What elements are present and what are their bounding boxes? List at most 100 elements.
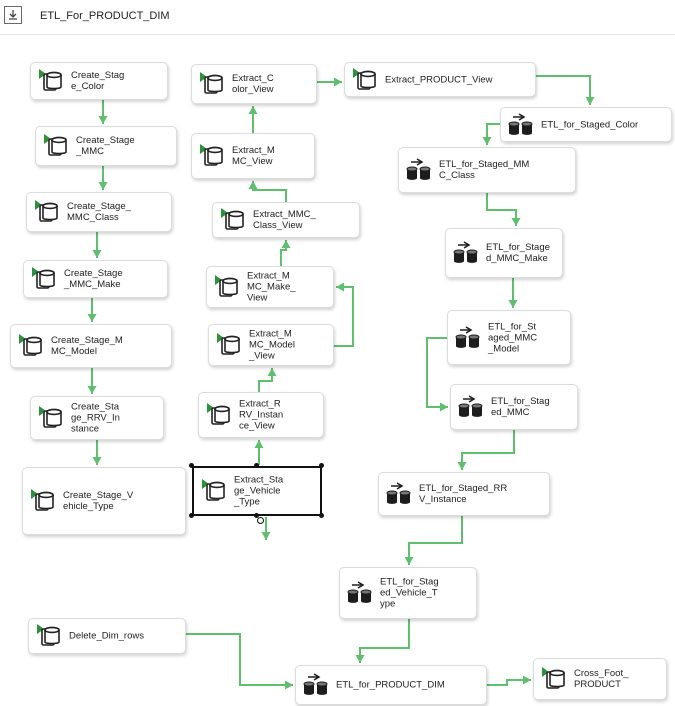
task-create-stage-mmc-model[interactable]: Create_Stage_M MC_Model: [10, 324, 172, 368]
data-flow-task-icon: [457, 394, 485, 420]
precedence-constraint[interactable]: [252, 181, 287, 202]
task-create-stage-mmc[interactable]: Create_Stage _MMC: [35, 126, 177, 166]
task-create-stage-color[interactable]: Create_Stag e_Color: [30, 62, 168, 100]
task-label: ETL_for_Stag ed_Vehicle_T ype: [380, 576, 439, 610]
task-label: ETL_for_Staged_Color: [541, 119, 639, 130]
task-delete-dim-rows[interactable]: Delete_Dim_rows: [28, 618, 186, 654]
task-etl-for-staged-mmc-class[interactable]: ETL_for_Staged_MM C_Class: [398, 147, 576, 193]
arrowhead: [440, 402, 448, 412]
resize-handle[interactable]: [254, 463, 259, 468]
task-label: ETL_for_PRODUCT_DIM: [336, 679, 445, 691]
precedence-constraint[interactable]: [186, 633, 293, 686]
task-label: ETL_for_Staged_MM C_Class: [439, 159, 530, 181]
precedence-constraint[interactable]: [486, 193, 517, 226]
arrowhead: [92, 250, 102, 258]
arrowhead: [285, 680, 293, 690]
precedence-constraint[interactable]: [536, 75, 591, 105]
arrowhead: [511, 218, 521, 226]
task-etl-for-product-dim[interactable]: ETL_for_PRODUCT_DIM: [295, 665, 487, 705]
arrowhead: [523, 675, 531, 685]
task-label: Extract_MMC_ Class_View: [253, 209, 316, 231]
execute-sql-task-icon: [198, 143, 226, 169]
arrowhead: [404, 557, 414, 565]
data-flow-task-icon: [346, 580, 374, 606]
execute-sql-task-icon: [37, 405, 65, 431]
arrowhead: [261, 532, 271, 540]
data-flow-task-icon: [405, 157, 433, 183]
task-etl-for-staged-vehicle-type[interactable]: ETL_for_Stag ed_Vehicle_T ype: [339, 567, 477, 619]
task-extract-rrv-instance-view[interactable]: Extract_R RV_Instan ce_View: [198, 392, 324, 438]
arrowhead: [92, 457, 102, 465]
task-create-stage-vehicle-type[interactable]: Create_Stage_V ehicle_Type: [22, 467, 186, 535]
package-title: ETL_For_PRODUCT_DIM: [40, 10, 170, 22]
arrowhead: [87, 314, 97, 322]
arrowhead: [98, 116, 108, 124]
execute-sql-task-icon: [37, 68, 65, 94]
precedence-constraint[interactable]: [486, 123, 500, 145]
resize-handle[interactable]: [254, 513, 259, 518]
task-label: Extract_PRODUCT_View: [385, 74, 493, 85]
execute-sql-task-icon: [213, 274, 241, 300]
task-label: Create_Stage_V ehicle_Type: [63, 490, 134, 512]
task-label: Extract_M MC_Model _View: [249, 328, 295, 362]
execute-sql-task-icon: [30, 266, 58, 292]
task-etl-for-staged-color[interactable]: ETL_for_Staged_Color: [500, 107, 672, 142]
connector-anchor[interactable]: [257, 517, 264, 524]
arrowhead: [508, 300, 518, 308]
task-label: Extract_C olor_View: [232, 73, 274, 95]
precedence-constraint[interactable]: [487, 679, 531, 686]
task-label: Delete_Dim_rows: [69, 630, 144, 642]
execute-sql-task-icon: [17, 333, 45, 359]
arrowhead: [98, 182, 108, 190]
precedence-constraint[interactable]: [426, 337, 448, 408]
task-extract-mmc-make-view[interactable]: Extract_M MC_Make_ View: [206, 266, 334, 308]
resize-handle[interactable]: [319, 513, 324, 518]
task-label: Extract_Sta ge_Vehicle _Type: [234, 474, 284, 508]
task-create-stage-rrv-instance[interactable]: Create_Sta ge_RRV_In stance: [30, 396, 164, 440]
task-label: ETL_for_Stag ed_MMC: [491, 396, 550, 418]
data-flow-task-icon: [507, 112, 535, 138]
resize-handle[interactable]: [319, 463, 324, 468]
package-header: ETL_For_PRODUCT_DIM: [0, 0, 675, 35]
execute-sql-task-icon: [351, 67, 379, 93]
precedence-constraint[interactable]: [359, 619, 410, 663]
task-etl-for-staged-mmc[interactable]: ETL_for_Stag ed_MMC: [450, 384, 578, 430]
task-etl-for-staged-mmc-model[interactable]: ETL_for_St aged_MMC _Model: [447, 310, 571, 365]
task-cross-foot-product[interactable]: Cross_Foot_ PRODUCT: [533, 658, 667, 700]
arrowhead: [334, 77, 342, 87]
resize-handle[interactable]: [189, 513, 194, 518]
task-etl-for-staged-rrv-instance[interactable]: ETL_for_Staged_RR V_Instance: [378, 472, 550, 516]
task-extract-product-view[interactable]: Extract_PRODUCT_View: [344, 62, 536, 97]
task-label: ETL_for_Stage d_MMC_Make: [486, 242, 550, 264]
execute-sql-task-icon: [33, 199, 61, 225]
task-label: Create_Stage_ MMC_Class: [67, 201, 131, 223]
execute-sql-task-icon: [29, 488, 57, 514]
execute-sql-task-icon: [200, 478, 228, 504]
precedence-constraint[interactable]: [408, 516, 463, 565]
execute-sql-task-icon: [205, 402, 233, 428]
arrowhead: [457, 462, 467, 470]
task-label: Extract_M MC_View: [232, 145, 275, 167]
task-create-stage-mmc-class[interactable]: Create_Stage_ MMC_Class: [26, 192, 172, 232]
task-extract-color-view[interactable]: Extract_C olor_View: [191, 64, 317, 104]
task-label: Create_Stage_M MC_Model: [51, 335, 123, 357]
data-flow-task-icon: [385, 481, 413, 507]
execute-sql-task-icon: [198, 71, 226, 97]
precedence-constraint[interactable]: [461, 430, 515, 470]
task-extract-mmc-class-view[interactable]: Extract_MMC_ Class_View: [212, 202, 360, 238]
task-extract-stage-vehicle-type[interactable]: Extract_Sta ge_Vehicle _Type: [192, 466, 322, 516]
task-extract-mmc-view[interactable]: Extract_M MC_View: [191, 133, 315, 179]
arrowhead: [585, 97, 595, 105]
task-label: Cross_Foot_ PRODUCT: [574, 668, 629, 690]
task-label: Create_Sta ge_RRV_In stance: [71, 401, 120, 435]
task-etl-for-staged-mmc-make[interactable]: ETL_for_Stage d_MMC_Make: [445, 228, 563, 278]
execute-sql-task-icon: [215, 332, 243, 358]
precedence-constraint[interactable]: [334, 286, 354, 347]
resize-handle[interactable]: [189, 463, 194, 468]
task-extract-mmc-model-view[interactable]: Extract_M MC_Model _View: [208, 324, 334, 366]
arrowhead: [482, 137, 492, 145]
task-create-stage-mmc-make[interactable]: Create_Stage _MMC_Make: [23, 260, 168, 298]
arrowhead: [336, 282, 344, 292]
